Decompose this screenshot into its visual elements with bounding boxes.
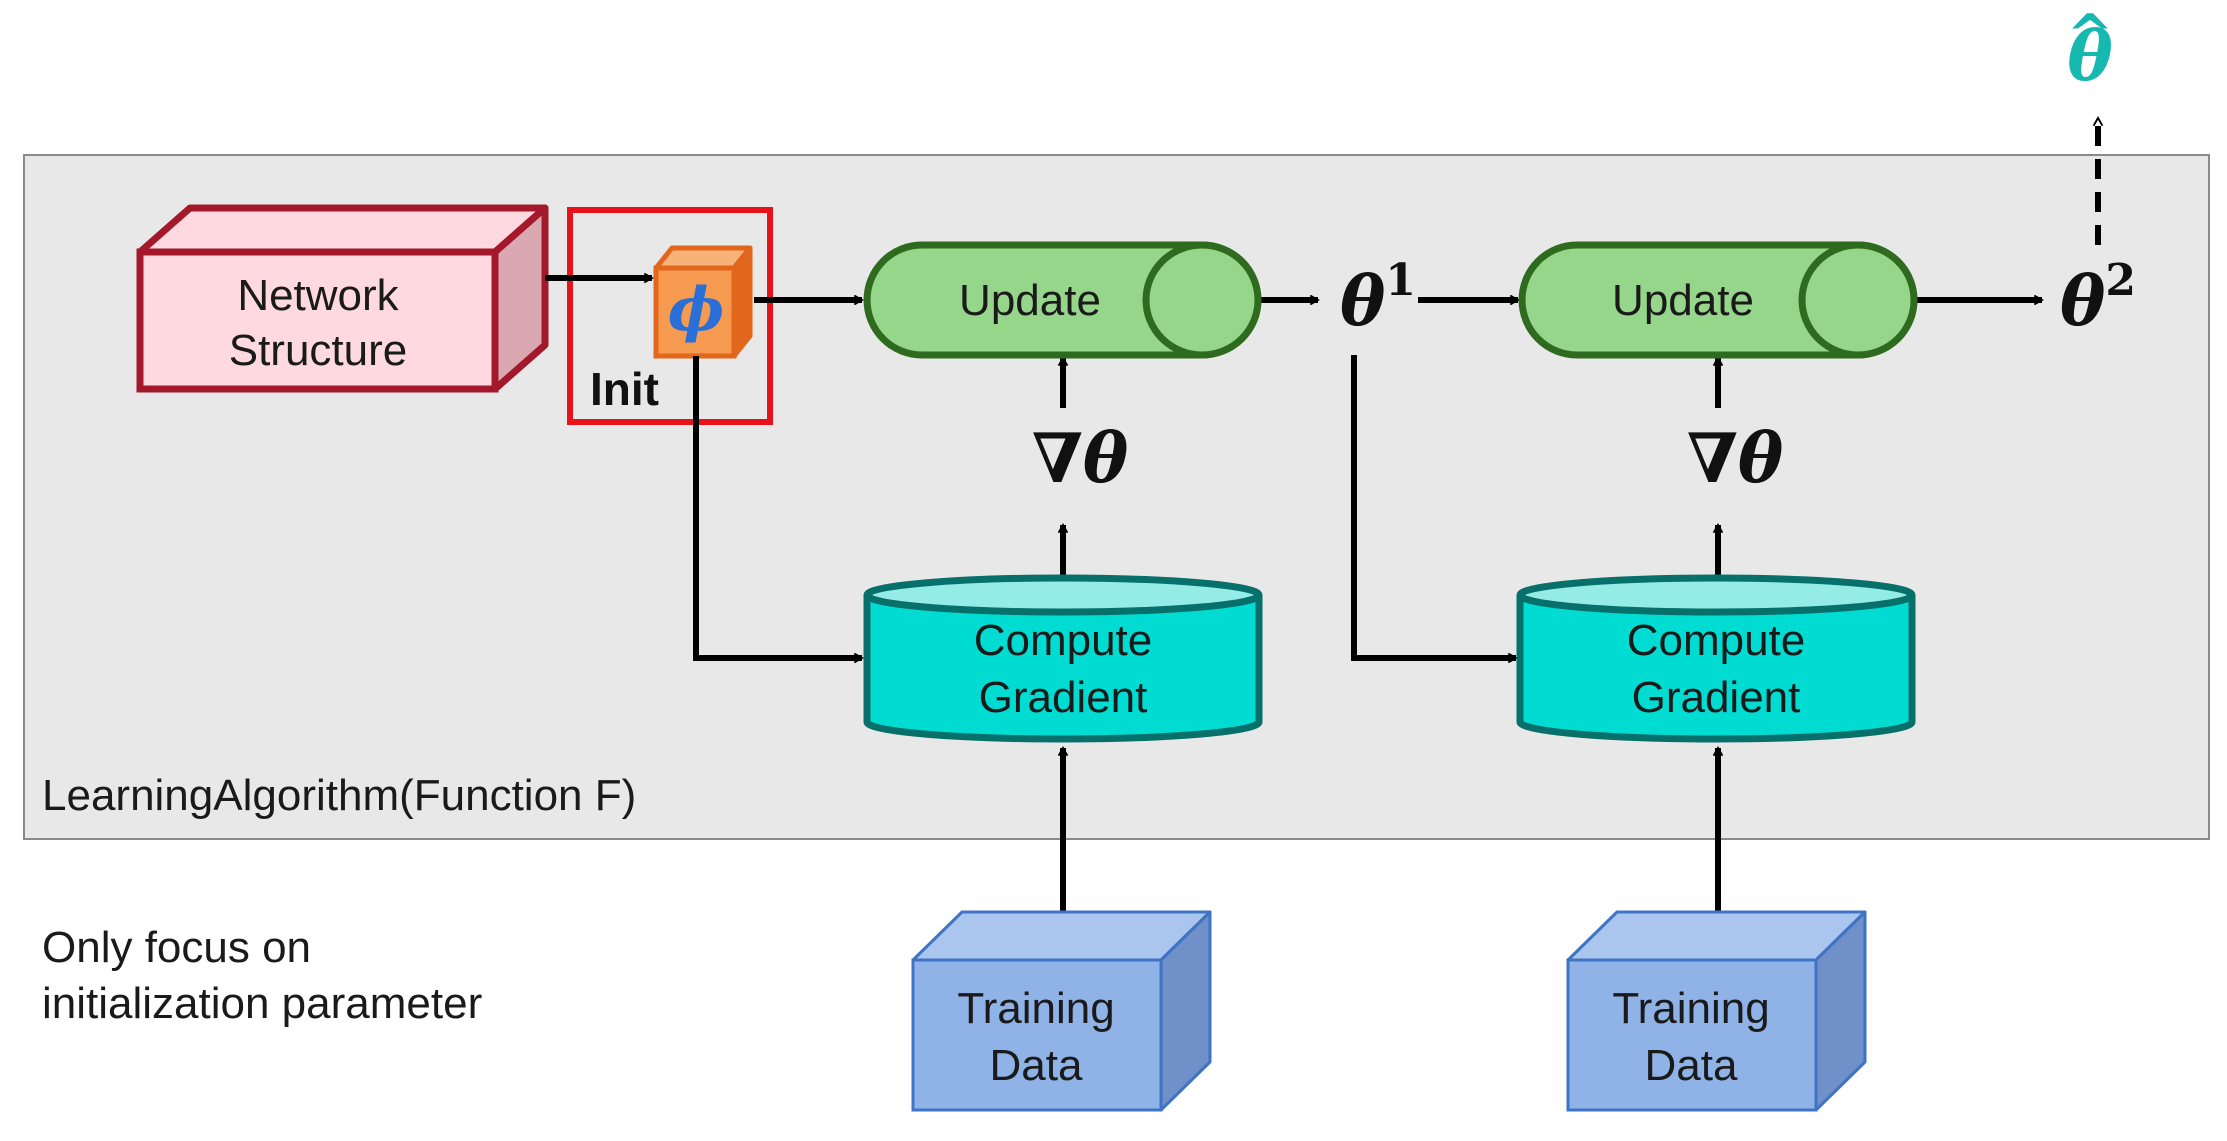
gradient-label-2-line2: Gradient	[1632, 673, 1801, 722]
network-label-line1: Network	[237, 271, 399, 320]
theta2-output: θ2	[2060, 255, 2136, 342]
init-label: Init	[590, 363, 659, 415]
update-label-2: Update	[1612, 276, 1754, 325]
theta1-output: θ1	[1340, 255, 1416, 342]
training-label-1-line2: Data	[990, 1041, 1083, 1090]
training-label-2-line1: Training	[1612, 984, 1769, 1033]
compute-gradient-block-1: Compute Gradient	[863, 574, 1263, 743]
note-line1: Only focus on	[42, 923, 311, 972]
update-block-1: Update	[863, 241, 1262, 359]
connectors	[545, 116, 2104, 935]
gradient-label-1-line1: Compute	[974, 616, 1153, 665]
theta-hat-output: ^ θ	[2067, 2, 2114, 97]
gradient-label-1-line2: Gradient	[979, 673, 1148, 722]
theta1-sup: 1	[1385, 255, 1416, 306]
training-label-1-line1: Training	[957, 984, 1114, 1033]
theta1-base: θ	[1340, 262, 1386, 342]
network-label-line2: Structure	[229, 326, 408, 375]
theta2-sup: 2	[2105, 255, 2136, 306]
gradient-label-2-line1: Compute	[1627, 616, 1806, 665]
frame-label: LearningAlgorithm(Function F)	[42, 771, 636, 820]
compute-gradient-block-2: Compute Gradient	[1516, 574, 1916, 743]
nabla-theta-2: ∇θ	[1687, 419, 1784, 499]
nabla-theta-1: ∇θ	[1032, 419, 1129, 499]
network-structure-block: Network Structure	[136, 204, 549, 393]
update-block-2: Update	[1518, 241, 1918, 359]
phi-parameter-cube: ϕ	[653, 245, 753, 359]
init-highlight-box	[567, 207, 773, 425]
theta-hat-symbol: θ	[2067, 17, 2113, 97]
phi-to-gradient1-arrow	[693, 356, 864, 664]
update-label-1: Update	[959, 276, 1101, 325]
training-data-block-2: Training Data	[1566, 910, 1867, 1112]
training-data-block-1: Training Data	[911, 910, 1212, 1112]
theta-hat-accent: ^	[2067, 2, 2114, 68]
theta1-to-gradient2-arrow	[1351, 355, 1518, 664]
note-line2: initialization parameter	[42, 979, 482, 1028]
training-label-2-line2: Data	[1645, 1041, 1738, 1090]
phi-symbol: ϕ	[668, 275, 724, 345]
theta2-base: θ	[2060, 262, 2106, 342]
